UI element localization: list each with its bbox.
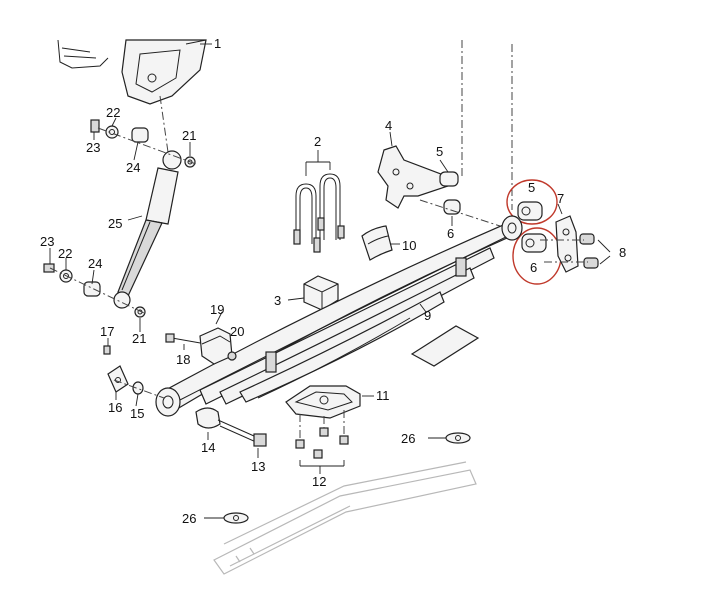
highlight-circle-bushing-5 <box>506 179 558 225</box>
callout-23-lower: 23 <box>40 234 54 249</box>
u-bolts <box>293 173 345 253</box>
shock-absorber <box>113 150 182 309</box>
callout-7: 7 <box>557 191 564 206</box>
callout-22-lower: 22 <box>58 246 72 261</box>
callout-5-shackle: 5 <box>528 180 535 195</box>
callout-10: 10 <box>402 238 416 253</box>
rear-hanger-bracket <box>377 145 449 209</box>
u-bolt-nuts <box>295 410 349 459</box>
callout-8: 8 <box>619 245 626 260</box>
shackle-link <box>555 215 579 273</box>
upper-shock-hardware <box>90 119 197 168</box>
callout-5-hanger: 5 <box>436 144 443 159</box>
callout-2: 2 <box>314 134 321 149</box>
callout-6-shackle: 6 <box>530 260 537 275</box>
front-eye-small-bolt <box>103 345 111 355</box>
front-hanger-bushing <box>195 407 221 429</box>
front-eye-nut-plate <box>107 365 129 393</box>
callout-4: 4 <box>385 118 392 133</box>
callout-14: 14 <box>201 440 215 455</box>
lower-bushing <box>443 199 461 215</box>
callout-24-lower: 24 <box>88 256 102 271</box>
leaf-spring <box>155 215 523 417</box>
front-eye-washer <box>132 381 144 395</box>
callout-17: 17 <box>100 324 114 339</box>
callout-6-hanger: 6 <box>447 226 454 241</box>
callout-26-upper: 26 <box>401 431 415 446</box>
callout-16: 16 <box>108 400 122 415</box>
spring-seat-plate <box>285 385 361 419</box>
callout-21-upper: 21 <box>182 128 196 143</box>
insulator-pad <box>410 325 480 367</box>
bump-stop-bracket <box>199 327 233 365</box>
lower-shock-hardware <box>43 263 147 318</box>
callout-18: 18 <box>176 352 190 367</box>
callout-20: 20 <box>230 324 244 339</box>
callout-21-lower: 21 <box>132 331 146 346</box>
spring-spacer <box>361 225 393 261</box>
callout-23-upper: 23 <box>86 140 100 155</box>
callout-25: 25 <box>108 216 122 231</box>
callout-24-upper: 24 <box>126 160 140 175</box>
upper-bushing <box>439 171 459 187</box>
frame-bracket <box>57 39 207 105</box>
callout-26-lower: 26 <box>182 511 196 526</box>
callout-3: 3 <box>274 293 281 308</box>
front-eye-bolt <box>217 419 267 447</box>
callout-19: 19 <box>210 302 224 317</box>
shackle-bushings <box>517 201 547 253</box>
bump-stop-block <box>303 275 339 311</box>
callout-9: 9 <box>424 308 431 323</box>
rubber-bump-pad-upper <box>445 432 471 444</box>
bump-stop-nut <box>227 351 237 361</box>
callout-15: 15 <box>130 406 144 421</box>
rubber-bump-pad-lower <box>223 512 249 524</box>
callout-11: 11 <box>376 388 390 403</box>
callout-22-upper: 22 <box>106 105 120 120</box>
callout-1: 1 <box>214 36 221 51</box>
shackle-bolts <box>540 233 599 269</box>
callout-12: 12 <box>312 474 326 489</box>
chassis-ghost-outline <box>213 461 477 575</box>
callout-13: 13 <box>251 459 265 474</box>
